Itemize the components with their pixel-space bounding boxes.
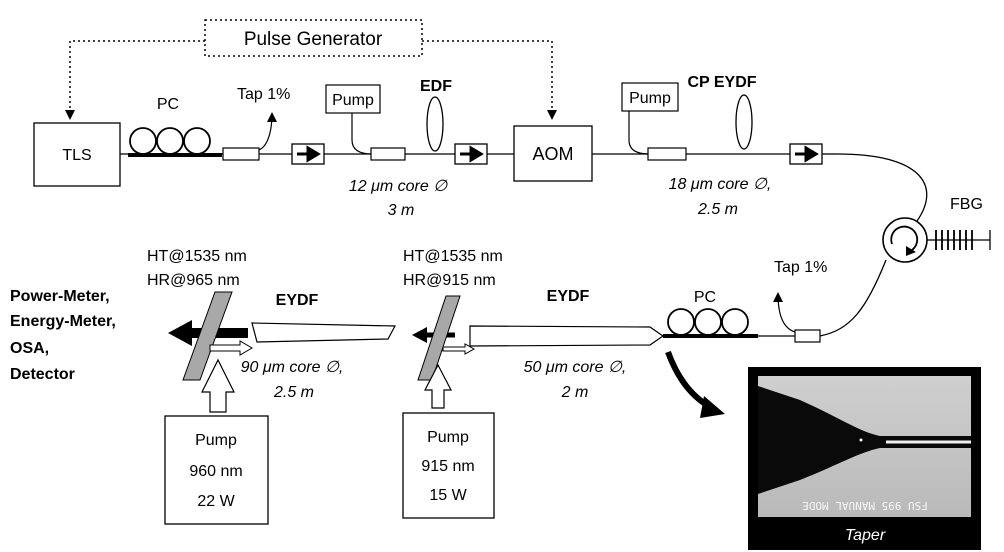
eydf-right-label: EYDF (547, 288, 590, 305)
polarization-controller-top: PC (128, 96, 222, 157)
trigger-line-to-tls (65, 40, 205, 120)
tls-source: TLS (33, 122, 121, 187)
output-line-4: Detector (10, 366, 75, 383)
pump915-line-2: 915 nm (421, 458, 474, 475)
fiber-loop-to-circulator (837, 153, 928, 222)
hr-right-label: HR@915 nm (403, 272, 496, 289)
pump-915-arrow (424, 363, 452, 409)
tap-top-label: Tap 1% (237, 86, 290, 103)
output-instruments: Power-Meter, Energy-Meter, OSA, Detector (10, 288, 116, 383)
eydf90-length-label: 2.5 m (273, 384, 314, 401)
pump-960-box: Pump 960 nm 22 W (164, 415, 269, 525)
trigger-line-to-aom (422, 40, 557, 120)
fiber-bragg-grating: FBG (927, 196, 991, 250)
tap-bottom-label: Tap 1% (774, 259, 827, 276)
fiber-loop-from-circulator (819, 259, 887, 337)
pump915-line-1: Pump (427, 429, 469, 446)
output-line-3: OSA, (10, 340, 49, 357)
output-line-2: Energy-Meter, (10, 313, 116, 330)
pump960-line-2: 960 nm (189, 463, 242, 480)
fbg-label: FBG (950, 196, 983, 213)
eydf-50um: EYDF 50 μm core ∅, 2 m (469, 288, 665, 401)
eydf-left-label: EYDF (276, 292, 319, 309)
pump-edf-label: Pump (332, 92, 374, 109)
isolator-2 (454, 143, 488, 165)
edf-length-label: 3 m (388, 202, 415, 219)
tap-coupler-top: Tap 1% (222, 86, 290, 161)
cp-core-label: 18 μm core ∅, (669, 176, 772, 193)
eydf50-core-label: 50 μm core ∅, (524, 359, 627, 376)
ht-right-label: HT@1535 nm (403, 248, 503, 265)
wdm-edf (370, 147, 406, 161)
circulator (882, 217, 928, 263)
eydf50-length-label: 2 m (561, 384, 589, 401)
edf-coil: EDF 12 μm core ∅ 3 m (349, 78, 452, 219)
cp-eydf-coil: CP EYDF 18 μm core ∅, 2.5 m (669, 74, 772, 218)
tap-coupler-bottom: Tap 1% (740, 259, 827, 343)
pc-bottom-label: PC (694, 289, 716, 306)
eydf-90um: EYDF 90 μm core ∅, 2.5 m (241, 292, 396, 401)
eydf90-core-label: 90 μm core ∅, (241, 359, 344, 376)
cp-length-label: 2.5 m (697, 201, 738, 218)
pulse-generator: Pulse Generator (65, 19, 557, 120)
tls-label: TLS (62, 147, 91, 164)
isolator-3 (789, 143, 823, 165)
pc-top-label: PC (157, 96, 179, 113)
hr-left-label: HR@965 nm (147, 272, 240, 289)
pump960-line-1: Pump (195, 432, 237, 449)
pulse-generator-box (204, 19, 423, 57)
aom-label: AOM (532, 144, 573, 164)
pump915-line-3: 15 W (429, 487, 467, 504)
pump-edf: Pump (325, 84, 406, 161)
taper-caption: Taper (845, 527, 886, 544)
pump-915-box: Pump 915 nm 15 W (402, 412, 495, 519)
wdm-cp (647, 147, 687, 161)
isolator-1 (291, 143, 325, 165)
pump-cp-label: Pump (629, 90, 671, 107)
pump960-line-3: 22 W (197, 493, 235, 510)
pump-960-arrow (201, 358, 235, 413)
taper-overlay-text: FSU 995 MANUAL MODE (802, 499, 928, 512)
aom-modulator: AOM (513, 125, 593, 182)
edf-label: EDF (420, 78, 452, 95)
pulse-generator-label: Pulse Generator (244, 29, 383, 50)
pump-cp: Pump (621, 82, 687, 161)
ht-left-label: HT@1535 nm (147, 248, 247, 265)
edf-core-label: 12 μm core ∅ (349, 178, 448, 195)
output-line-1: Power-Meter, (10, 288, 110, 305)
dichroic-mirror-right: HT@1535 nm HR@915 nm (403, 248, 503, 409)
taper-inset: FSU 995 MANUAL MODE Taper (748, 367, 981, 550)
cp-eydf-label: CP EYDF (687, 74, 756, 91)
taper-pointer-arrow (665, 350, 725, 418)
polarization-controller-bottom: PC (663, 289, 758, 338)
dichroic-mirror-left: HT@1535 nm HR@965 nm (147, 248, 253, 413)
